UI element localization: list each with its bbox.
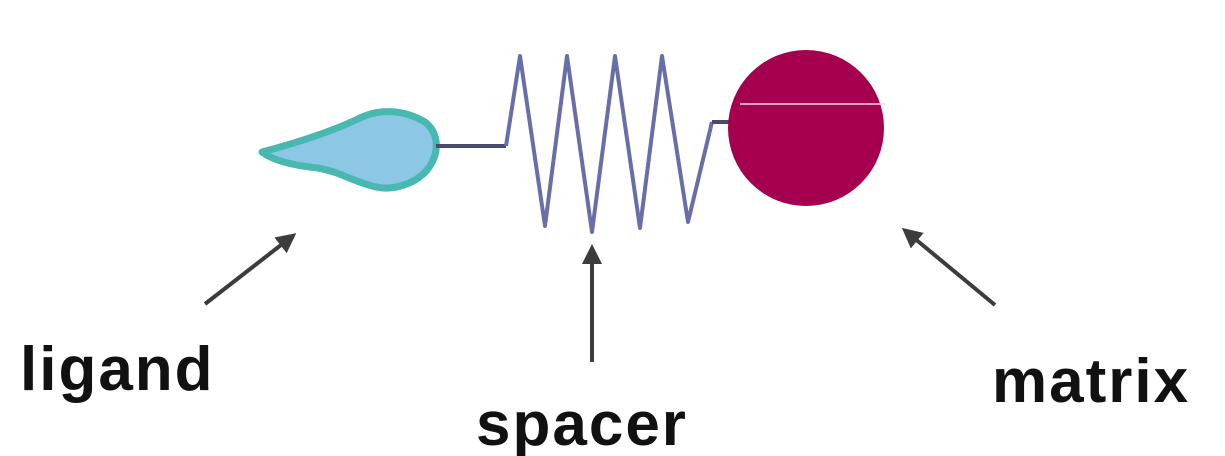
ligand-label: ligand [20,335,215,404]
ligand-shape [262,112,436,188]
matrix-label: matrix [992,347,1190,416]
spacer-label: spacer [476,390,688,456]
spacer-spring [506,56,712,232]
matrix-bead [728,50,884,206]
matrix-arrow [908,233,995,305]
ligand-arrow [205,238,290,304]
